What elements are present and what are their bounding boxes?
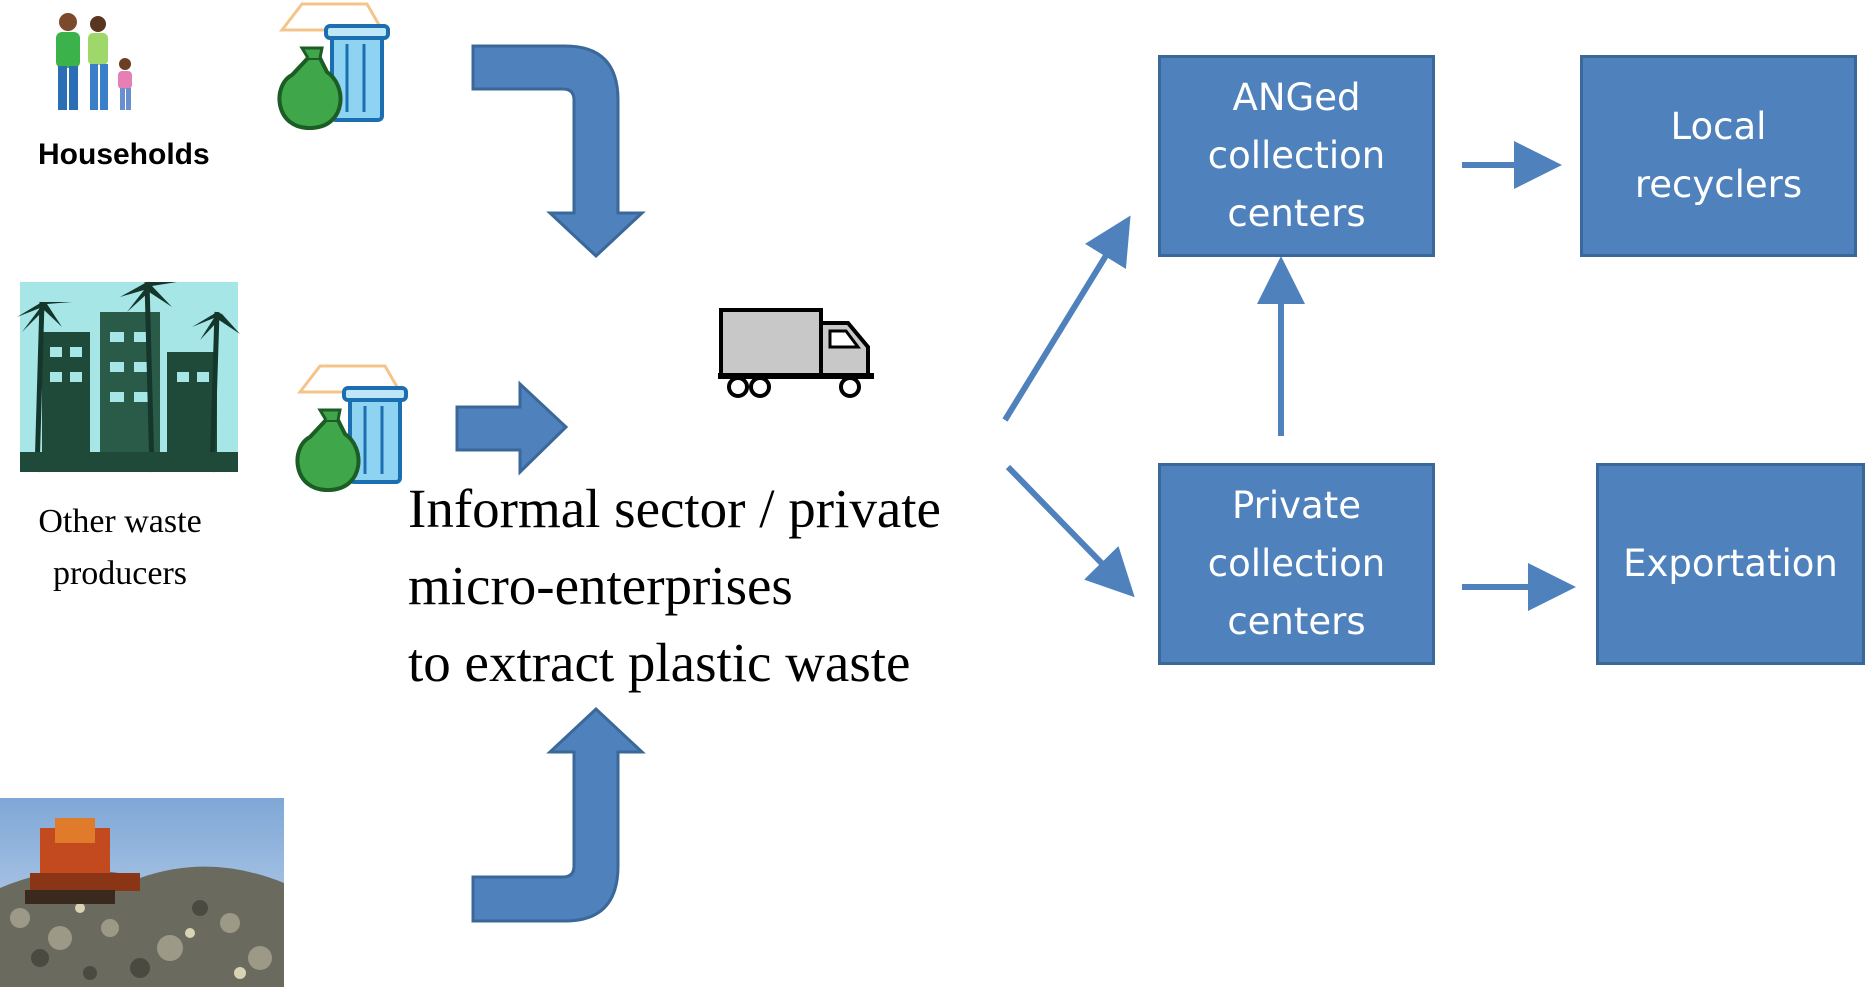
landfill-bulldozer-photo — [0, 798, 284, 987]
palm-tree-buildings-icon — [17, 281, 240, 473]
households-label: Households — [38, 138, 210, 171]
landfill-to-collector-arrow — [471, 706, 646, 923]
collector-description: Informal sector / private micro-enterpri… — [408, 478, 941, 693]
collector-to-anged-arrow — [1002, 215, 1131, 422]
trash-bag-and-bin-icon-2 — [295, 364, 408, 492]
producers-to-collector-arrow — [455, 380, 569, 476]
anged-collection-centers-box: ANGed collection centers — [1158, 55, 1435, 257]
other-waste-producers-label: Other waste producers — [38, 503, 202, 592]
trash-bag-and-bin-icon — [277, 2, 390, 130]
local-recyclers-box: Local recyclers — [1580, 55, 1857, 257]
households-to-collector-arrow — [471, 44, 646, 259]
private-collection-centers-box: Private collection centers — [1158, 463, 1435, 665]
exportation-box: Exportation — [1596, 463, 1865, 665]
family-icon — [56, 13, 132, 110]
collector-to-private-arrow — [1005, 464, 1135, 598]
truck-icon — [718, 308, 874, 398]
